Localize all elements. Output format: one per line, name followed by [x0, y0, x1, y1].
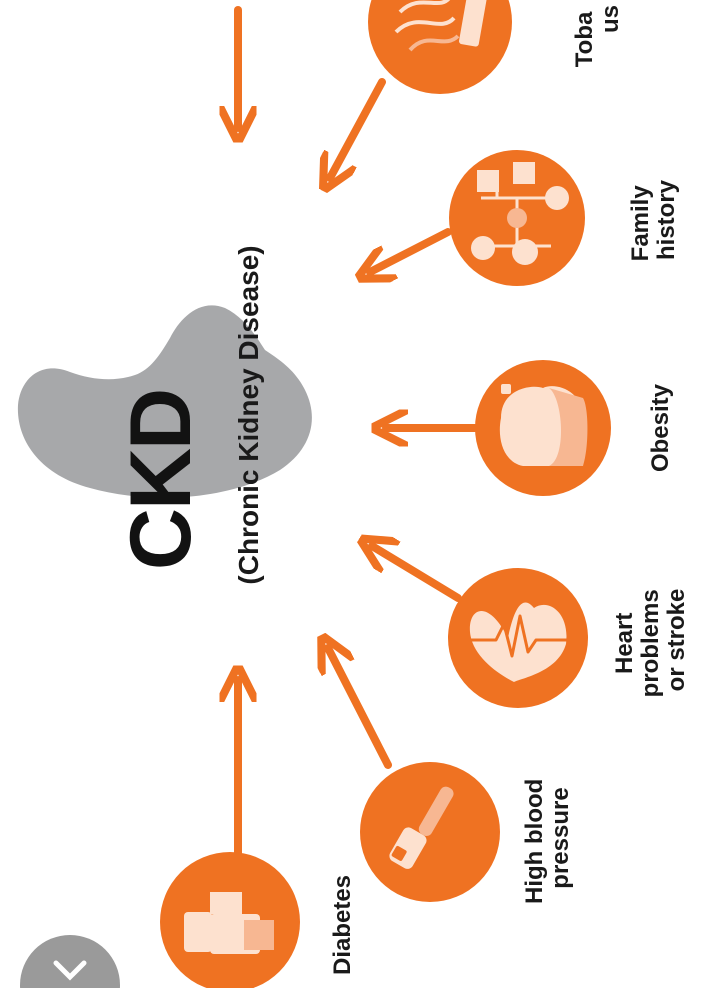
svg-text:Toba us: Toba us: [571, 5, 624, 67]
ckd-subtitle: (Chronic Kidney Disease): [233, 245, 264, 584]
arrow-heart: [372, 546, 462, 602]
label-family-line2: history: [653, 179, 680, 260]
tobacco-icon: [394, 0, 488, 52]
obesity-icon: [499, 384, 588, 466]
label-bp-line1: High blood: [521, 779, 548, 904]
label-heart-line2: problems: [637, 589, 664, 697]
label-bp-line2: pressure: [547, 787, 574, 888]
heart-icon: [468, 602, 568, 682]
ckd-title: CKD: [113, 390, 209, 570]
arrow-blood-pressure: [328, 648, 392, 769]
svg-text:Heart problems: Heart problems or stroke: [611, 583, 690, 698]
diabetes-icon: [184, 892, 274, 954]
arrows: [238, 6, 482, 864]
label-heart-line1: Heart: [611, 613, 638, 674]
label-tobacco-line2: us: [597, 5, 624, 33]
ckd-title-group: CKD: [113, 390, 209, 570]
family-tree-icon: [471, 162, 569, 265]
factor-labels: Toba us Family history Obesity Heart pro…: [329, 5, 690, 975]
ckd-subtitle-group: (Chronic Kidney Disease): [233, 245, 264, 584]
close-badge-icon[interactable]: [20, 935, 120, 988]
label-diabetes: Diabetes: [329, 875, 356, 975]
label-heart-line3: or stroke: [663, 589, 690, 692]
label-obesity: Obesity: [647, 383, 674, 472]
svg-text:High blood pressure: High blood pressure: [521, 772, 574, 904]
blood-pressure-cuff-icon: [389, 786, 454, 869]
svg-text:Family history: Family history: [627, 179, 680, 262]
arrow-tobacco: [330, 78, 386, 178]
label-family-line1: Family: [627, 185, 654, 262]
kidney-shape: [17, 305, 312, 498]
label-tobacco-line1: Toba: [571, 11, 598, 67]
circle-tobacco: [368, 0, 512, 94]
arrow-family-history: [370, 228, 452, 272]
